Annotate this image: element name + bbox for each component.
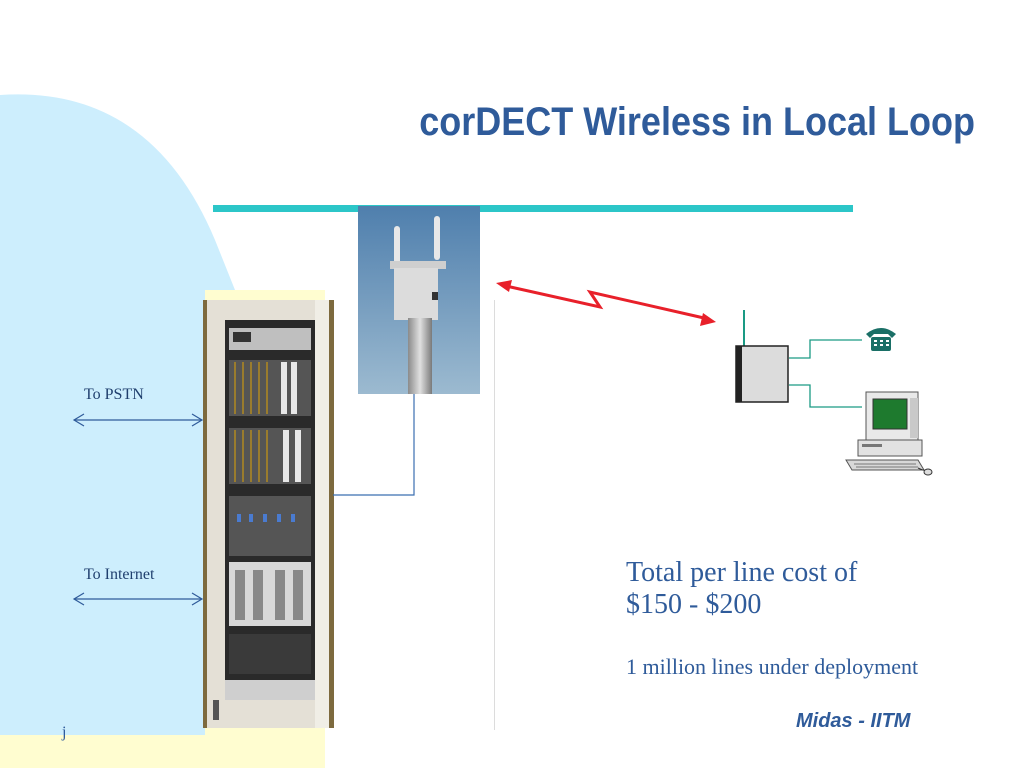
antenna-icon [358,206,480,394]
pstn-label: To PSTN [84,386,144,403]
computer-icon [845,391,933,476]
telephone-icon [862,322,900,354]
internet-label: To Internet [84,566,155,583]
light-blue-arc [0,94,235,290]
wall-terminal-icon [735,310,789,403]
cost-line-1: Total per line cost of [626,557,858,588]
light-blue-panel [0,290,205,735]
decorative-glyph: j [61,724,66,741]
cream-panel-bottom [0,735,325,768]
deployment-text: 1 million lines under deployment [626,654,919,679]
cost-line-2: $150 - $200 [626,589,762,620]
exchange-rack-icon [203,300,334,728]
title-rule [213,205,853,212]
footer-logo: Midas - IITM [796,710,911,732]
cost-text: Total per line cost of $150 - $200 [626,557,857,621]
slide-title: corDECT Wireless in Local Loop [419,100,975,144]
divider-line [494,300,495,730]
